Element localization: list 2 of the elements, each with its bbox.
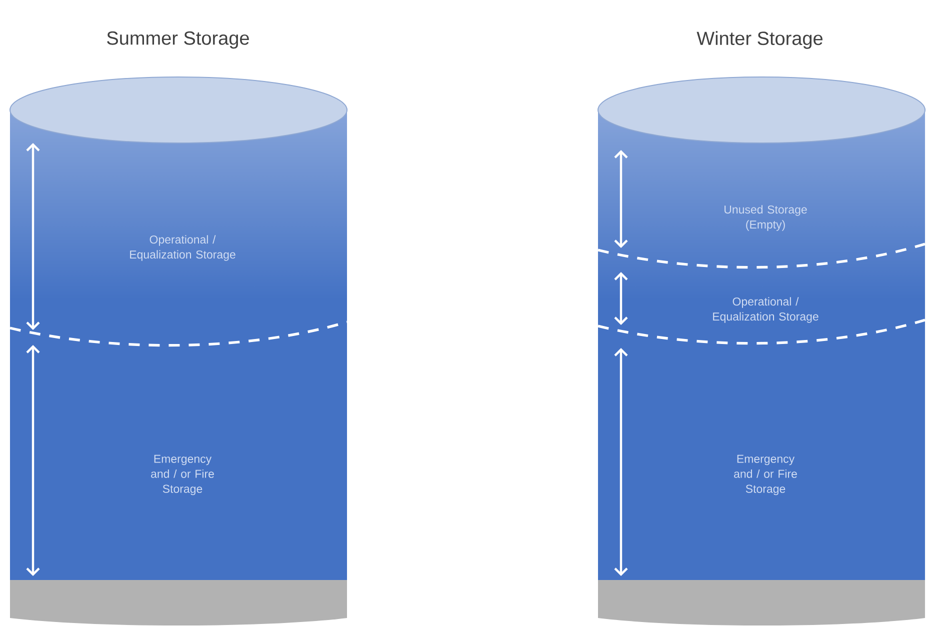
tank-heading: Winter Storage (696, 31, 822, 49)
tank-heading: Summer Storage (107, 31, 249, 49)
